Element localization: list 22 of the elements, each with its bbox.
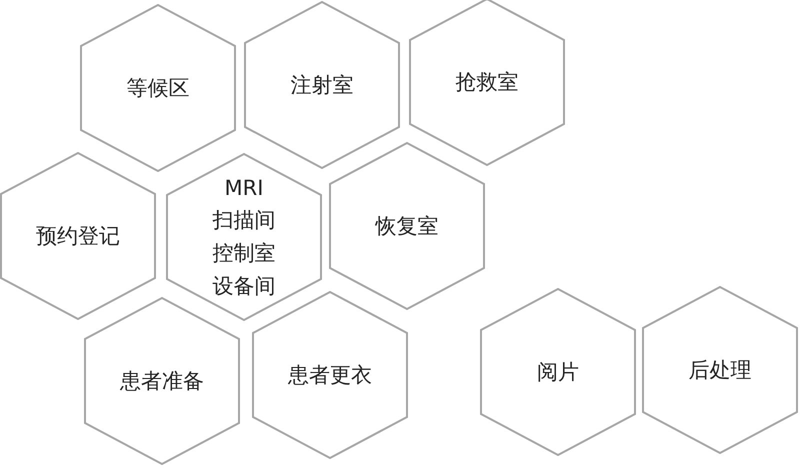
hexagon-node — [0, 152, 156, 320]
node-label: 阅片 — [537, 358, 579, 386]
hexagon-node — [80, 4, 236, 172]
node-label: 扫描间 — [212, 207, 276, 234]
hexagon-node — [642, 286, 798, 454]
hexagon-node — [409, 0, 565, 166]
node-label: 设备间 — [212, 272, 276, 300]
hexagon-node — [166, 153, 322, 321]
node-label: 控制室 — [212, 240, 276, 267]
hexagon-node — [329, 142, 485, 310]
node-label: 患者更衣 — [288, 362, 372, 389]
hexagon-node — [244, 1, 400, 169]
node-label: 抢救室 — [456, 68, 518, 96]
node-label: MRI — [224, 174, 264, 202]
node-label: 恢复室 — [376, 212, 438, 240]
node-label: 预约登记 — [36, 222, 120, 250]
node-label: 患者准备 — [120, 368, 204, 395]
hexagon-node — [480, 288, 636, 456]
node-label: 注射室 — [290, 72, 354, 99]
node-label: 后处理 — [688, 356, 752, 384]
node-label: 等候区 — [126, 74, 190, 102]
hexagon-node — [84, 297, 240, 465]
